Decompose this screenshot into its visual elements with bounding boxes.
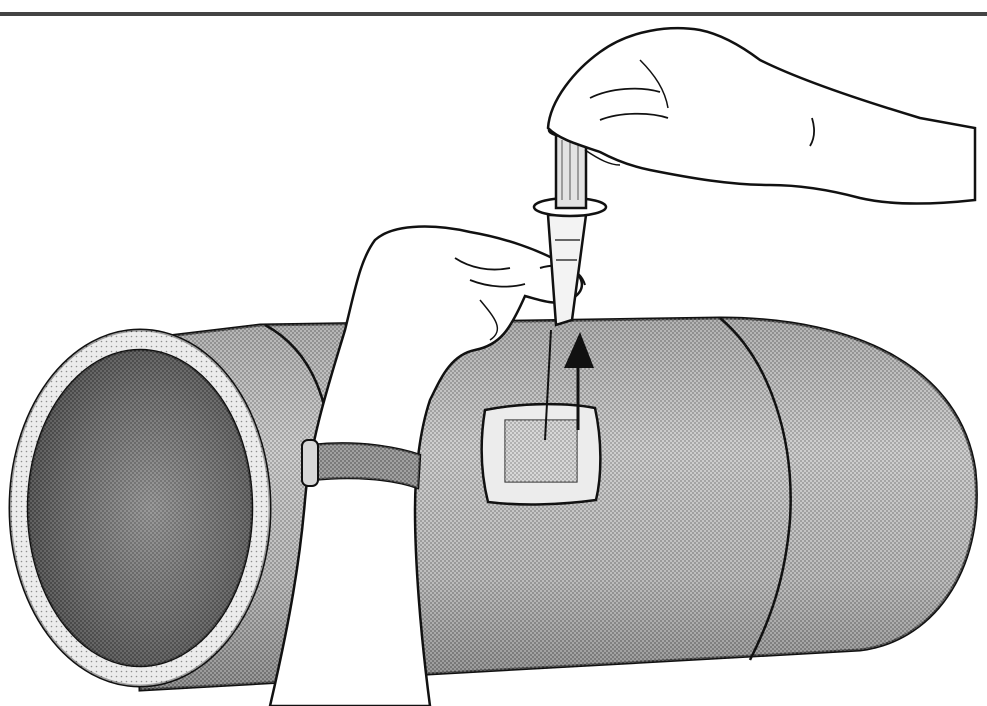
right-hand	[548, 28, 975, 203]
sample-patch	[482, 404, 601, 504]
pipe-opening	[10, 330, 270, 686]
